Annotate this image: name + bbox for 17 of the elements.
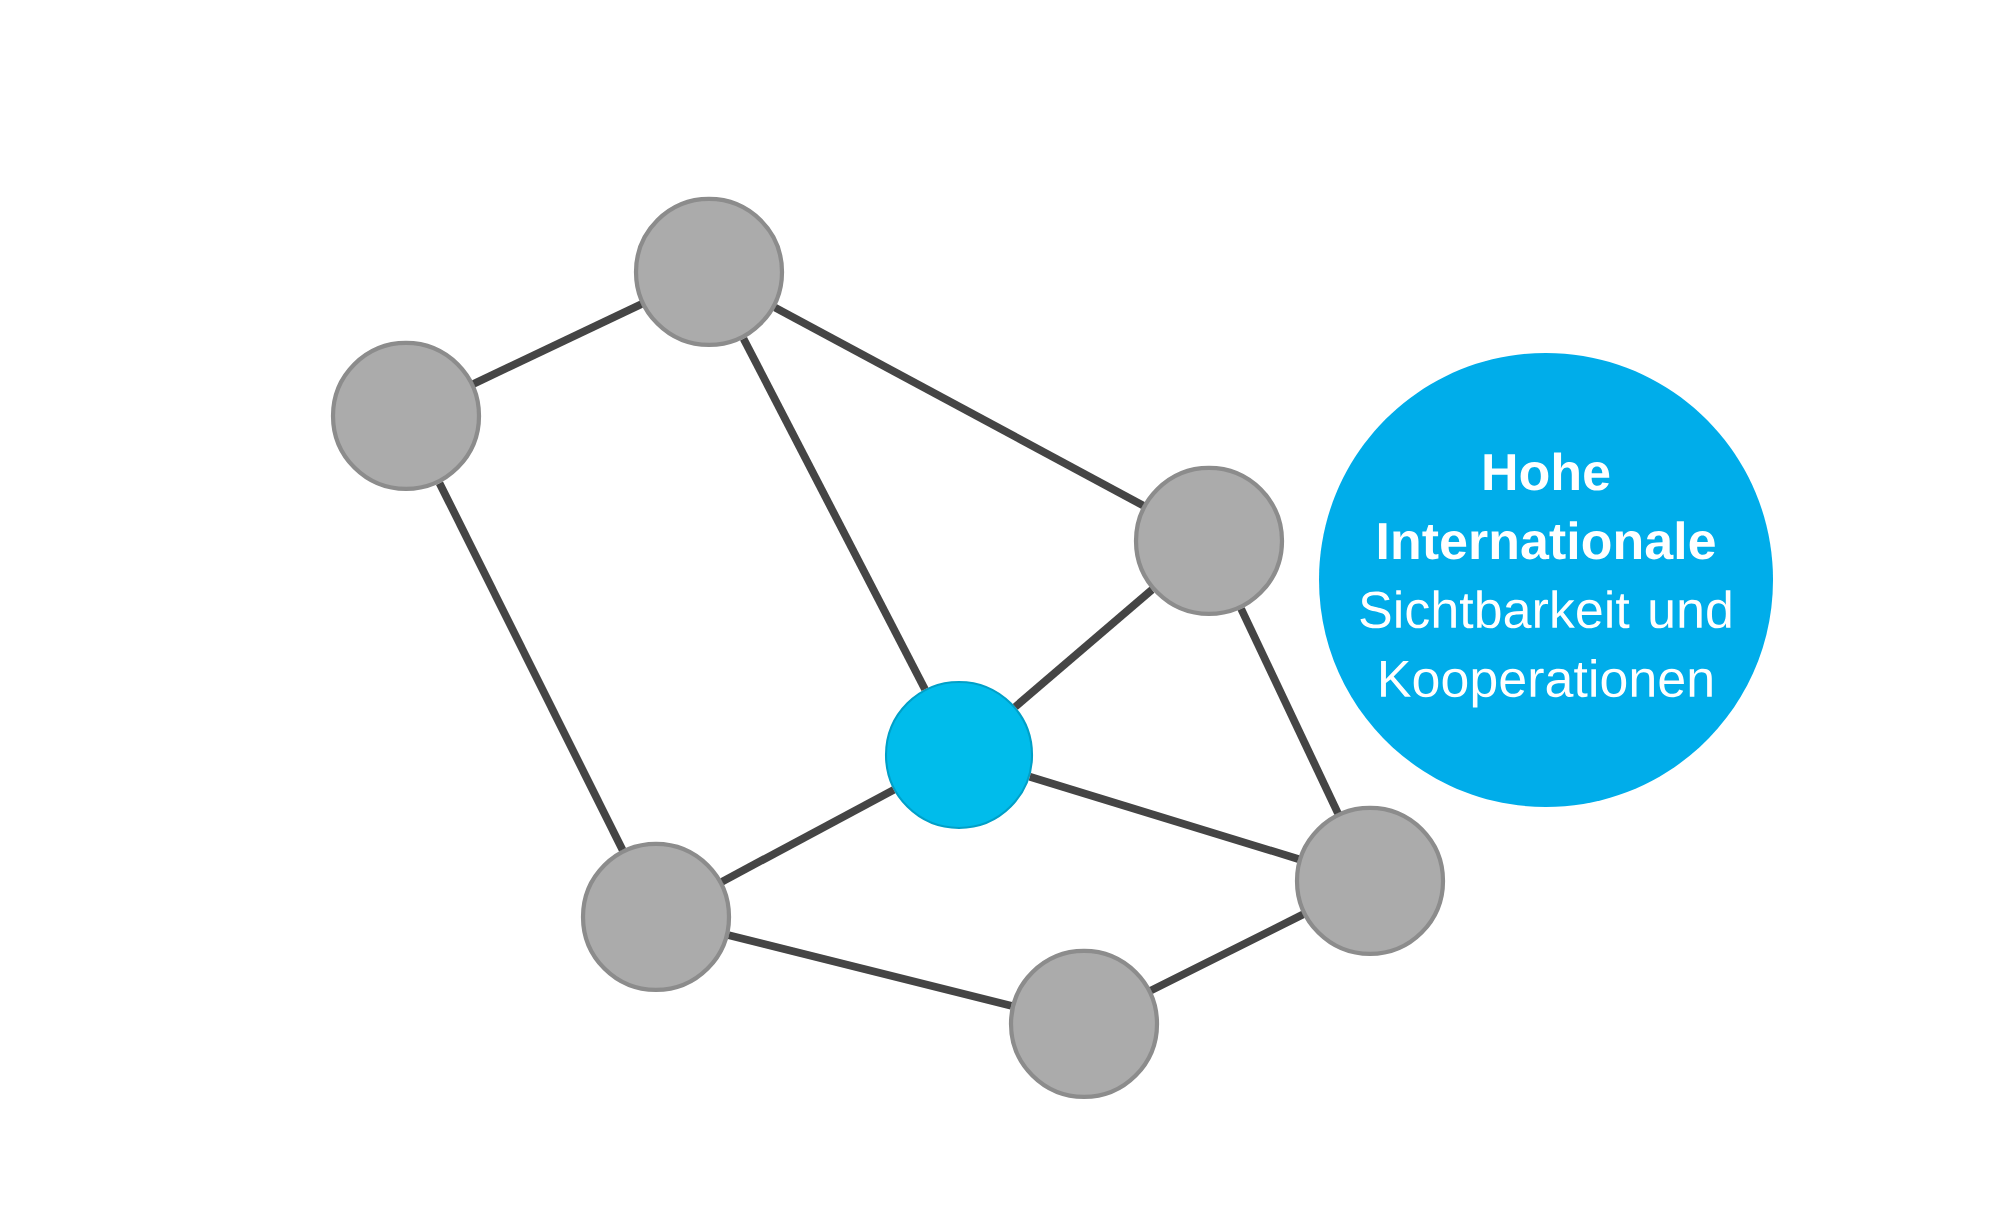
connector-line (740, 336, 929, 691)
network-node (884, 680, 1034, 830)
network-node (633, 196, 785, 348)
connector-line (720, 786, 896, 885)
network-node (580, 841, 732, 993)
connector-line (1012, 586, 1155, 710)
connector-line (727, 931, 1013, 1010)
network-node (1008, 948, 1160, 1100)
connector-line (1237, 607, 1342, 815)
connector-line (773, 304, 1145, 509)
network-node (330, 340, 482, 492)
network-node (1133, 465, 1285, 617)
connector-line (1028, 773, 1300, 863)
connector-line (436, 481, 626, 852)
network-node (1294, 805, 1446, 957)
connector-line (1149, 911, 1305, 994)
connector-line (472, 300, 643, 388)
